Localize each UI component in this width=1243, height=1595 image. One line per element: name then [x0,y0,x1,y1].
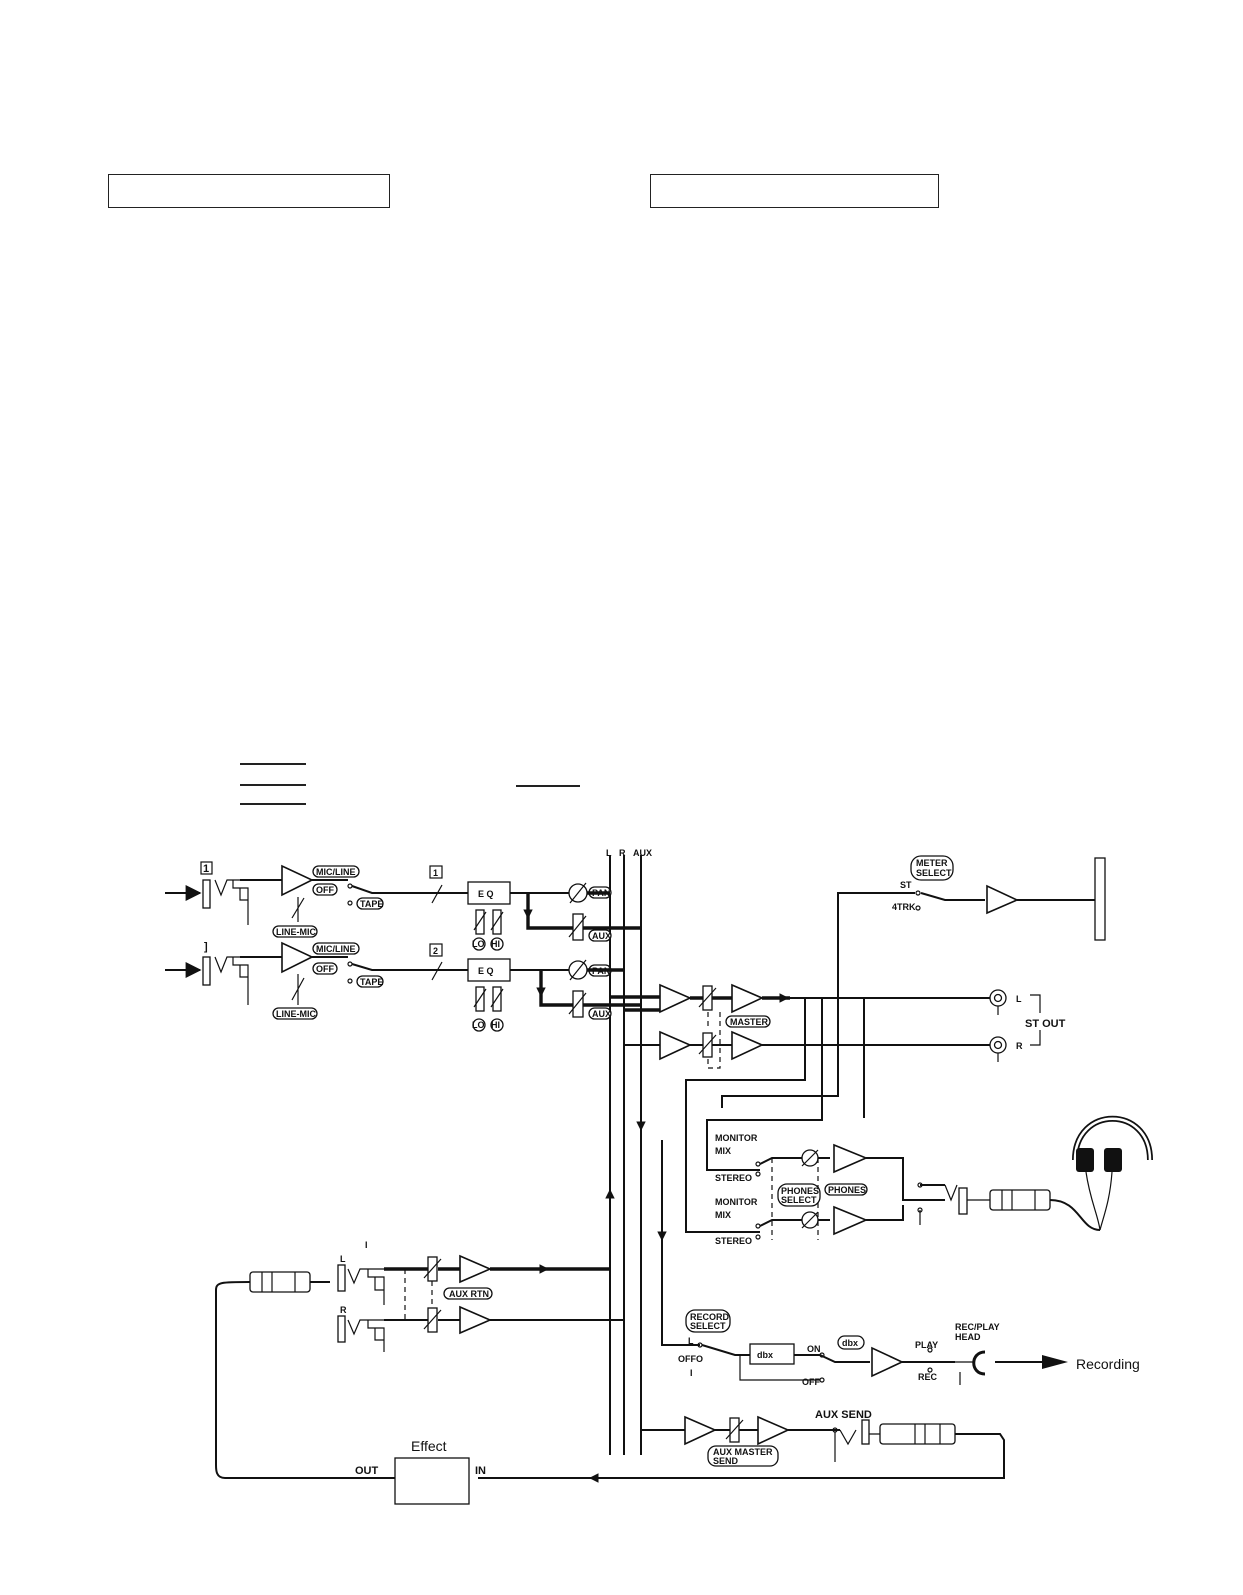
aux-send-section: AUX MASTER SEND AUX SEND [478,1409,1005,1483]
effect-title: Effect [411,1438,447,1454]
st-out-r: R [1016,1041,1023,1051]
play-label: PLAY [915,1340,938,1350]
underline-4 [516,785,580,787]
phones-jack [958,1187,968,1215]
hi-label-1: HI [491,939,500,949]
headphones-icon [1072,1115,1153,1231]
lo-label-1: LO [472,939,485,949]
recording-label: Recording [1076,1356,1140,1372]
mic-line-label-1: MIC/LINE [316,867,356,877]
line-mic-label-2: LINE-MIC [276,1009,316,1019]
eq-label-2: E Q [478,966,494,976]
monitor-lower-monitor: MONITOR [715,1197,758,1207]
monitor-upper-stereo: STEREO [715,1173,752,1183]
mic-amp-1 [281,864,314,897]
mic-line-label-2: MIC/LINE [316,944,356,954]
effect-box [394,1457,470,1505]
hi-label-2: HI [491,1020,500,1030]
phones-plug [989,1189,1051,1211]
line-mic-label-1: LINE-MIC [276,927,316,937]
underline-1 [240,763,306,765]
rec-label: REC [918,1372,938,1382]
input-jack-1 [202,879,211,909]
aux-master-send-line1: AUX MASTER [713,1447,773,1457]
aux-return-plug [249,1271,311,1293]
bus-label-aux: AUX [633,848,652,858]
channel-number-1: 1 [203,863,209,875]
aux-return-section: AUX RTN L R I [249,1240,624,1352]
rec-play-head-line1: REC/PLAY [955,1322,1000,1332]
aux-master-send-line2: SEND [713,1456,739,1466]
aux-send-label: AUX SEND [815,1409,872,1421]
record-section: RECORD SELECT L OFFO I dbx ON OFF dbx PL… [657,1140,1140,1387]
eq-label-1: E Q [478,889,494,899]
eq-number-1: 1 [433,868,438,878]
st-out-label: ST OUT [1025,1018,1066,1030]
aux-send-jack [861,1419,870,1445]
meter-st-label: ST [900,880,912,890]
underline-2 [240,784,306,786]
aux-label-2: AUX [592,1009,611,1019]
st-out-l: L [1016,994,1022,1004]
record-select-line1: RECORD [690,1312,730,1322]
meter-section: METER SELECT ST 4TRK [837,855,1106,998]
level-meter [1094,857,1106,941]
st-out-section: L R ST OUT [989,989,1066,1062]
phones-select-line1: PHONES [781,1186,819,1196]
bus-label-r: R [619,848,626,858]
monitor-lower-mix: MIX [715,1210,731,1220]
effect-in: IN [475,1465,486,1477]
phones-select-line2: SELECT [781,1195,817,1205]
bus-lines [605,855,646,1455]
eq-number-2: 2 [433,946,438,956]
effect-out: OUT [355,1465,379,1477]
aux-send-plug [879,1423,956,1445]
monitor-upper-mix: MIX [715,1146,731,1156]
record-off2: OFF [802,1377,820,1387]
dbx-label: dbx [842,1338,858,1348]
record-select-line2: SELECT [690,1321,726,1331]
aux-rtn-label: AUX RTN [449,1289,489,1299]
mic-amp-2 [281,941,314,974]
aux-return-l: L [340,1254,346,1264]
underline-3 [240,803,306,805]
tape-label-1: TAPE [360,899,383,909]
tape-label-2: TAPE [360,977,383,987]
off-label-1: OFF [316,885,334,895]
rec-play-head-line2: HEAD [955,1332,981,1342]
meter-select-line1: METER [916,858,948,868]
record-off: OFFO [678,1354,703,1364]
monitor-upper-monitor: MONITOR [715,1133,758,1143]
channel-number-2: ] [204,941,208,953]
dbx-block-label: dbx [757,1350,773,1360]
header-box-right [650,174,939,208]
master-section: MASTER [610,983,990,1233]
off-label-2: OFF [316,964,334,974]
aux-label-1: AUX [592,931,611,941]
monitor-lower-stereo: STEREO [715,1236,752,1246]
effect-section: Effect OUT IN [215,1281,486,1505]
record-l: L [688,1336,694,1346]
master-label: MASTER [730,1017,769,1027]
aux-return-r: R [340,1305,347,1315]
meter-select-line2: SELECT [916,868,952,878]
aux-return-top: I [365,1240,368,1250]
channel-2: LINE-MIC MIC/LINE OFF TAPE 2 E Q LO HI P… [165,941,641,1032]
record-one: I [690,1368,693,1378]
input-jack-2 [202,956,211,986]
phones-label: PHONES [828,1185,866,1195]
record-on: ON [807,1344,821,1354]
header-box-left [108,174,390,208]
bus-label-l: L [606,848,612,858]
monitor-section: PHONES SELECT PHONES MONITOR MIX STEREO … [715,1133,1101,1246]
meter-4trk-label: 4TRK [892,902,916,912]
channel-1: LINE-MIC MIC/LINE OFF TAPE 1 E Q LO HI P… [165,861,641,951]
lo-label-2: LO [472,1020,485,1030]
